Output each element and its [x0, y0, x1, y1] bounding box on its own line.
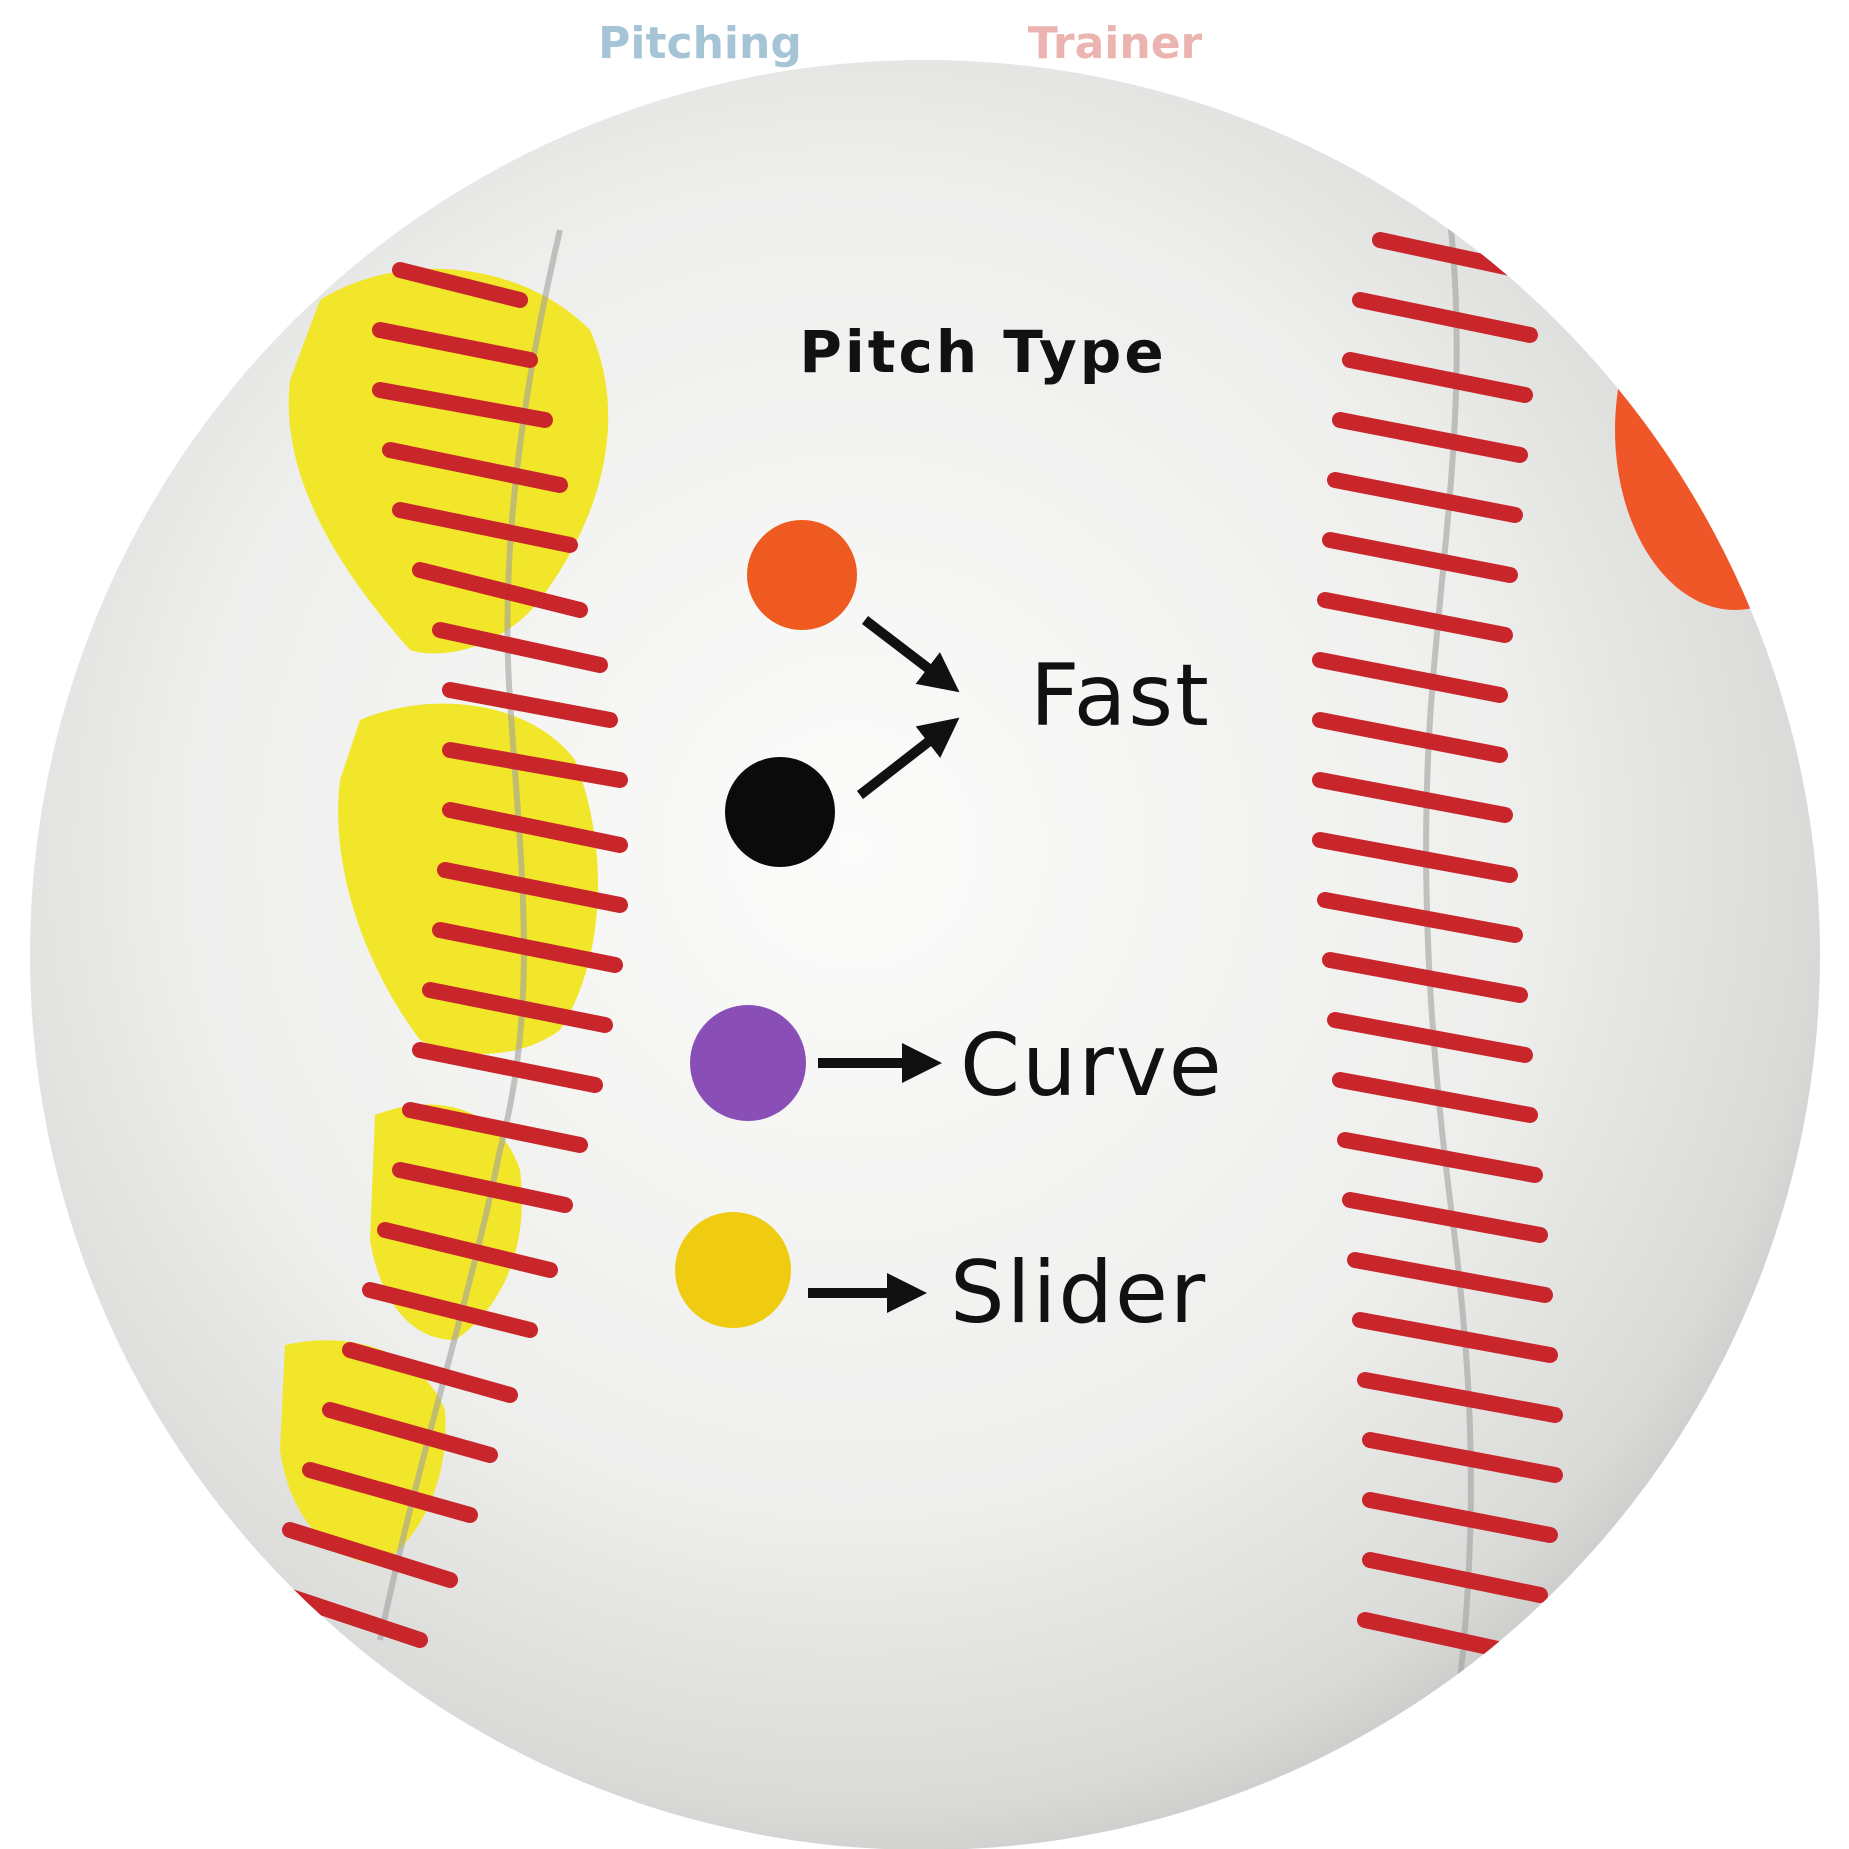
- pitch-type-legend: Pitch Type Fast Curve Slider: [675, 318, 1224, 1343]
- orange-patch: [1615, 250, 1820, 610]
- legend-slider-label: Slider: [950, 1243, 1207, 1343]
- top-word-pitching: Pitching: [598, 18, 802, 69]
- orange-dot-icon: [747, 520, 857, 630]
- black-dot-icon: [725, 757, 835, 867]
- arrow-right-icon: [861, 616, 960, 693]
- legend-title: Pitch Type: [799, 318, 1166, 386]
- top-word-trainer: Trainer: [1028, 18, 1203, 69]
- legend-curve-label: Curve: [960, 1016, 1224, 1116]
- purple-dot-icon: [690, 1005, 806, 1121]
- top-branding: Pitching Trainer: [598, 18, 1202, 69]
- right-stitches: [1312, 232, 1563, 1663]
- legend-fast-label: Fast: [1030, 646, 1211, 746]
- arrow-right-icon: [856, 717, 960, 799]
- left-stitches: [262, 262, 628, 1648]
- yellow-dot-icon: [675, 1212, 791, 1328]
- right-seam: [1423, 219, 1474, 1681]
